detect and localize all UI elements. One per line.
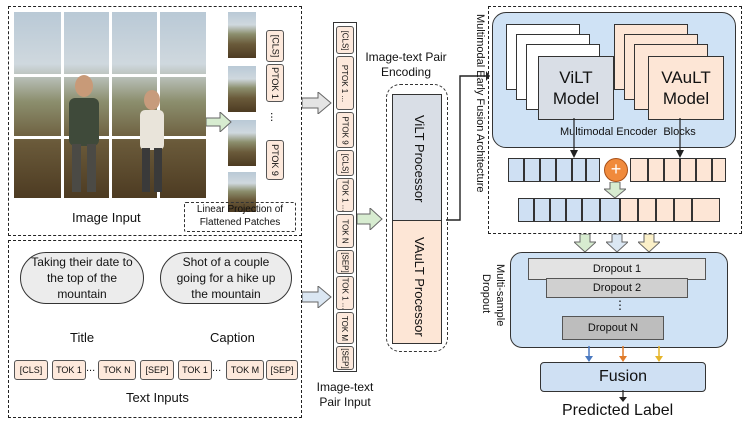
text-token-sep-1: [SEP] bbox=[140, 360, 174, 380]
concat-down-arrow bbox=[604, 182, 626, 198]
text-token-ellipsis-1: ... bbox=[86, 362, 96, 374]
image-token-ellipsis: ... bbox=[268, 111, 283, 123]
image-token-cls: [CLS] bbox=[266, 30, 284, 62]
caption-label: Caption bbox=[210, 330, 255, 345]
predicted-label: Predicted Label bbox=[562, 402, 674, 419]
image-token-ptok9: PTOK 9 bbox=[266, 140, 284, 180]
text-token-ellipsis-2: ... bbox=[212, 362, 222, 374]
dropout-n-box: Dropout N bbox=[562, 316, 664, 340]
patch-strip bbox=[228, 12, 260, 212]
pair-token-tokm: TOK M bbox=[336, 312, 354, 344]
vilt-processor-label: ViLT Processor bbox=[412, 115, 427, 203]
text-inputs-label: Text Inputs bbox=[126, 390, 189, 405]
fused-embedding-row bbox=[518, 198, 720, 222]
dropout-arrow-3 bbox=[638, 234, 660, 252]
pair-token-tokn: TOK N bbox=[336, 214, 354, 248]
dropout-ellipsis: ⋮ bbox=[614, 298, 626, 312]
text-to-pair-arrow bbox=[302, 286, 332, 308]
vault-model-box: VAuLT Model bbox=[648, 56, 724, 120]
image-to-pair-arrow bbox=[302, 92, 332, 114]
text-token-tok1: TOK 1 bbox=[52, 360, 86, 380]
pair-token-cls-2: [CLS] bbox=[336, 150, 354, 176]
pair-input-column bbox=[333, 22, 357, 372]
fusion-to-label-arrow bbox=[619, 390, 627, 402]
fusion-arch-label: Multimodal Early Fusion Architecture bbox=[474, 14, 486, 193]
vilt-down-arrow bbox=[570, 118, 578, 158]
dropout-arrow-1 bbox=[574, 234, 596, 252]
text-token-tokm: TOK M bbox=[226, 360, 264, 380]
title-bubble: Taking their date to the top of the moun… bbox=[20, 252, 144, 304]
image-token-ptok1: PTOK 1 bbox=[266, 64, 284, 102]
vilt-embedding-row bbox=[508, 158, 600, 182]
hikers-silhouette bbox=[69, 75, 164, 192]
image-input-label: Image Input bbox=[72, 210, 141, 225]
pair-token-cls-1: [CLS] bbox=[336, 26, 354, 54]
encoder-blocks-label: Multimodal Encoder Blocks bbox=[560, 126, 696, 138]
encoding-container bbox=[386, 84, 448, 352]
dropout-2-box: Dropout 2 bbox=[546, 278, 688, 298]
title-label: Title bbox=[70, 330, 95, 345]
couple-photo bbox=[14, 12, 206, 198]
pair-token-ptok1: PTOK 1 ... bbox=[336, 56, 354, 110]
orange-arrow bbox=[619, 346, 627, 362]
text-token-cls: [CLS] bbox=[14, 360, 48, 380]
yellow-arrow bbox=[655, 346, 663, 362]
pair-token-tok1: TOK 1 ... bbox=[336, 178, 354, 212]
text-token-tok1-b: TOK 1 bbox=[178, 360, 212, 380]
fusion-box: Fusion bbox=[540, 362, 706, 392]
pair-token-ptok9: PTOK 9 bbox=[336, 112, 354, 148]
pair-input-label: Image-text Pair Input bbox=[316, 380, 374, 409]
pair-token-sep-2: [SEP] bbox=[336, 346, 354, 370]
vault-embedding-row bbox=[630, 158, 726, 182]
dropout-1-box: Dropout 1 bbox=[528, 258, 706, 280]
vilt-model-box: ViLT Model bbox=[538, 56, 614, 120]
text-token-sep-2: [SEP] bbox=[266, 360, 298, 380]
vilt-processor-box: ViLT Processor bbox=[392, 94, 442, 222]
vault-processor-label: VAuLT Processor bbox=[412, 237, 427, 337]
patch-arrow bbox=[206, 112, 232, 132]
blue-arrow bbox=[585, 346, 593, 362]
text-token-tokn: TOK N bbox=[98, 360, 136, 380]
caption-bubble: Shot of a couple going for a hike up the… bbox=[160, 252, 292, 304]
encoding-label: Image-text Pair Encoding bbox=[365, 50, 447, 79]
multi-sample-dropout-label: Multi-sample Dropout bbox=[480, 264, 506, 327]
text-input-panel bbox=[8, 240, 302, 418]
pair-to-encoding-arrow bbox=[357, 208, 383, 230]
image-input-panel bbox=[8, 6, 302, 236]
dropout-arrow-2 bbox=[606, 234, 628, 252]
vault-processor-box: VAuLT Processor bbox=[392, 220, 442, 344]
pair-token-tok1-b: TOK 1 ... bbox=[336, 276, 354, 310]
vault-down-arrow bbox=[676, 118, 684, 158]
plus-icon: + bbox=[604, 158, 628, 182]
pair-token-sep-1: [SEP] bbox=[336, 250, 354, 274]
linear-projection-box: Linear Projection of Flattened Patches bbox=[184, 202, 296, 232]
